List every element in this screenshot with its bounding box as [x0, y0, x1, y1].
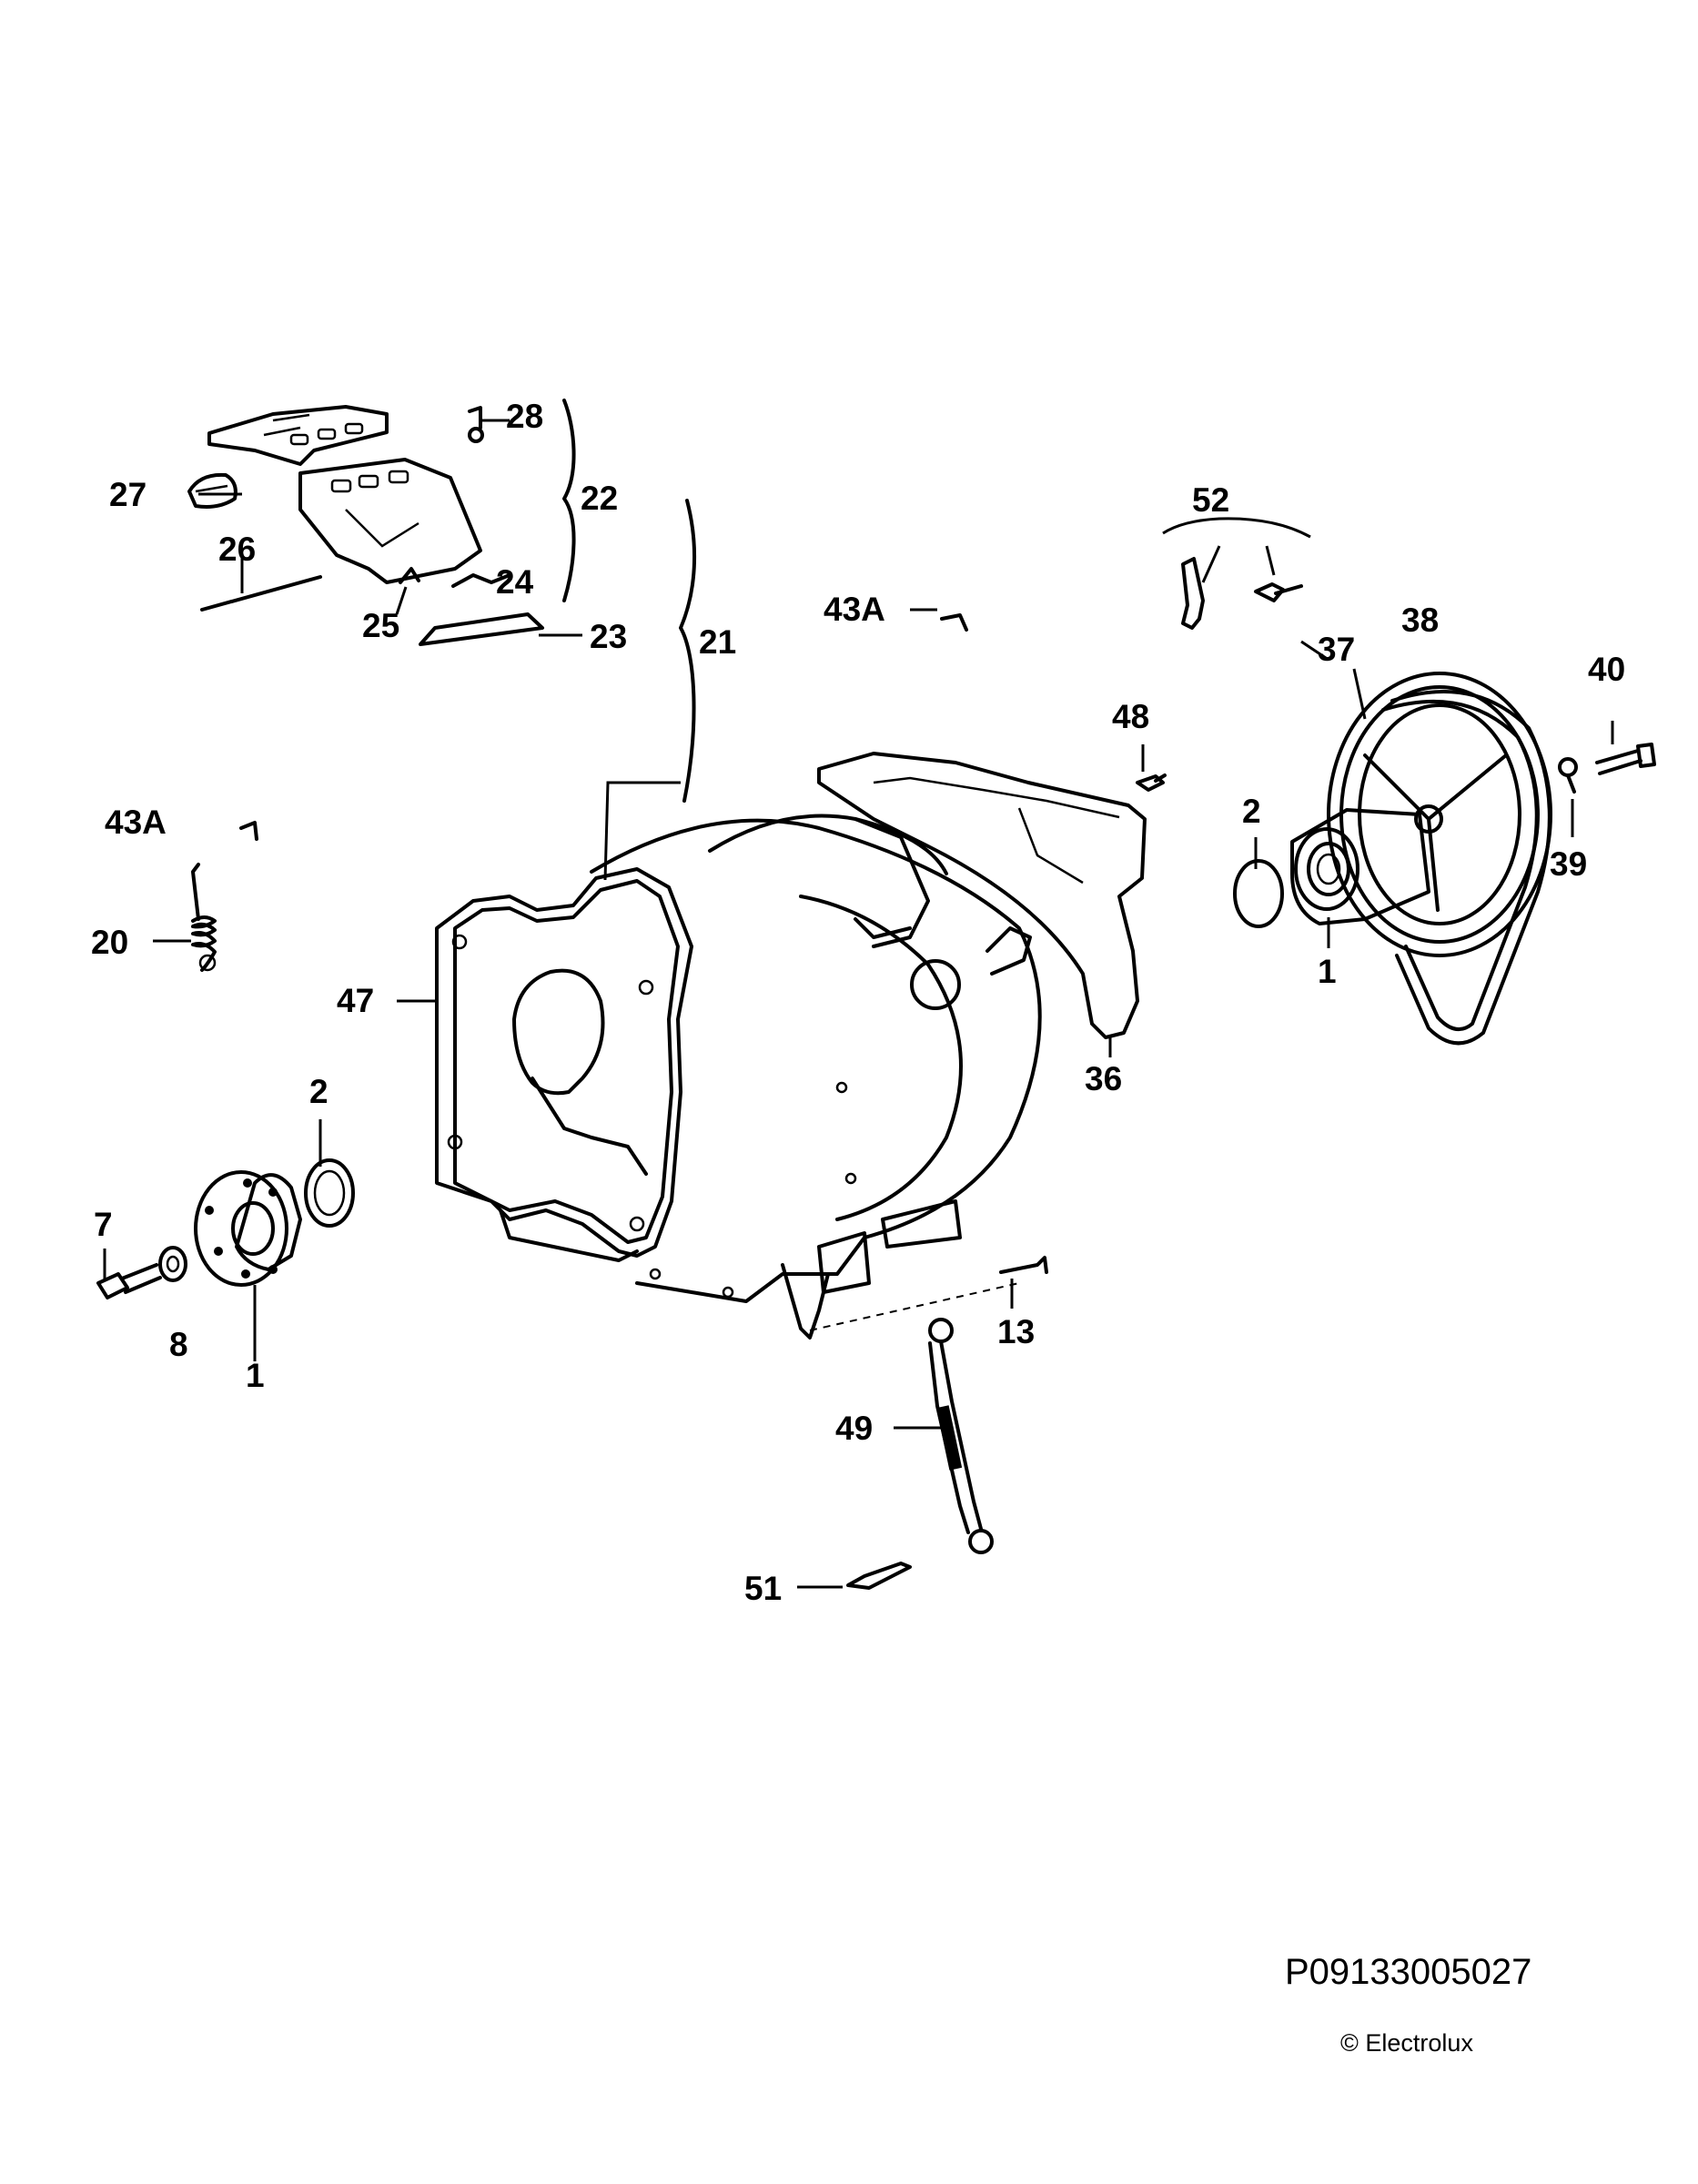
callout-24: 24: [496, 563, 534, 601]
callout-2-right: 2: [1242, 793, 1261, 830]
callout-13: 13: [997, 1313, 1035, 1350]
tub-assembly: [435, 752, 1147, 1340]
callout-39: 39: [1550, 845, 1587, 883]
callout-labels: 28 22 27 26 24 25 23 21 43A 52 38 37 40 …: [91, 398, 1625, 1607]
callout-49: 49: [835, 1410, 873, 1447]
callout-22: 22: [581, 480, 618, 517]
callout-43a-left: 43A: [105, 804, 167, 841]
callout-7: 7: [94, 1206, 113, 1243]
small-fasteners: [940, 517, 1311, 792]
shock-absorber-assembly: [809, 1256, 1048, 1590]
callout-47: 47: [337, 982, 374, 1019]
callout-27: 27: [109, 476, 147, 513]
drawing-code: P09133005027: [1285, 1952, 1532, 1992]
callout-2-left: 2: [309, 1073, 328, 1110]
callout-40: 40: [1588, 651, 1625, 688]
pulley-assembly-right: [1233, 672, 1656, 1046]
callout-51: 51: [744, 1570, 782, 1607]
callout-1-right: 1: [1318, 953, 1337, 990]
callout-28: 28: [506, 398, 543, 435]
callout-leaders: [103, 419, 1614, 1589]
spring-assembly-left: [191, 821, 258, 972]
callout-25: 25: [362, 607, 399, 644]
callout-26: 26: [218, 531, 256, 568]
callout-1-left: 1: [246, 1357, 265, 1394]
callout-36: 36: [1085, 1060, 1122, 1097]
callout-48: 48: [1112, 698, 1149, 735]
callout-8: 8: [169, 1326, 188, 1363]
bearing-assembly-left: [96, 1158, 355, 1299]
callout-37: 37: [1318, 631, 1355, 668]
callout-23: 23: [590, 618, 627, 655]
copyright-notice: © Electrolux: [1340, 2029, 1473, 2057]
callout-38: 38: [1401, 602, 1439, 639]
callout-20: 20: [91, 924, 128, 961]
dispenser-assembly: [187, 399, 697, 803]
callout-43a-top: 43A: [824, 591, 885, 628]
callout-52: 52: [1192, 481, 1229, 519]
callout-21: 21: [699, 623, 736, 661]
